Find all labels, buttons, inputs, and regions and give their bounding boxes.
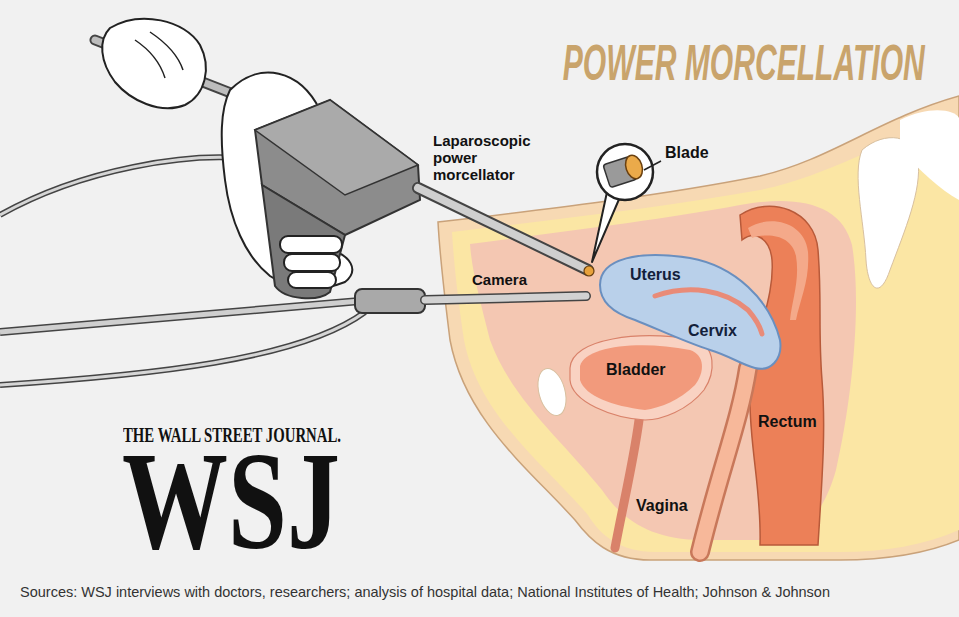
organ-label: Bladder bbox=[606, 361, 666, 379]
finger bbox=[284, 254, 340, 271]
top-hand bbox=[102, 19, 206, 108]
vagina bbox=[700, 368, 748, 552]
morcellator-cable-core bbox=[0, 157, 258, 215]
spine-haze bbox=[900, 110, 959, 200]
callout-circle bbox=[597, 144, 653, 200]
organ-label: Uterus bbox=[630, 266, 681, 284]
finger bbox=[288, 272, 336, 288]
morcellator-tip bbox=[584, 266, 594, 276]
organ-label: Vagina bbox=[636, 497, 688, 515]
pubic-bone bbox=[533, 365, 571, 418]
bladder-wall bbox=[570, 336, 712, 420]
callout-pointer bbox=[592, 192, 620, 262]
blade-icon bbox=[623, 153, 646, 181]
title: POWER MORCELLATION bbox=[563, 36, 925, 91]
camera-rod bbox=[425, 296, 586, 300]
morcellator-cable bbox=[0, 157, 258, 215]
blade-leader bbox=[644, 161, 661, 170]
instrument-label: Camera bbox=[472, 271, 527, 288]
morcellator-grip bbox=[262, 185, 345, 298]
callout-label: Blade bbox=[665, 144, 709, 162]
body-skin bbox=[438, 96, 959, 560]
fat-layer bbox=[452, 120, 959, 552]
urethra bbox=[615, 412, 640, 548]
camera-handle bbox=[355, 289, 425, 313]
logo-mark: WSJ bbox=[122, 431, 340, 571]
sacrum-bone bbox=[858, 138, 919, 288]
morcellator-rod-edge bbox=[418, 188, 588, 270]
camera-rod-edge bbox=[425, 296, 586, 300]
instrument-label: Laparoscopic power morcellator bbox=[433, 133, 545, 183]
camera-cable-core bbox=[0, 312, 365, 385]
uterus bbox=[600, 255, 780, 369]
camera-shaft-core bbox=[0, 301, 360, 332]
camera-cable bbox=[0, 312, 365, 385]
morcellator-top-face bbox=[255, 100, 418, 195]
finger bbox=[280, 236, 342, 253]
top-hand-fingers bbox=[135, 32, 183, 78]
bladder bbox=[580, 345, 702, 410]
morcellator-rod bbox=[418, 188, 588, 270]
organ-label: Cervix bbox=[688, 322, 737, 340]
vagina-inner bbox=[700, 368, 748, 552]
organ-label: Rectum bbox=[758, 413, 817, 431]
source-caption: Sources: WSJ interviews with doctors, re… bbox=[20, 584, 830, 601]
camera-shaft bbox=[0, 301, 360, 332]
